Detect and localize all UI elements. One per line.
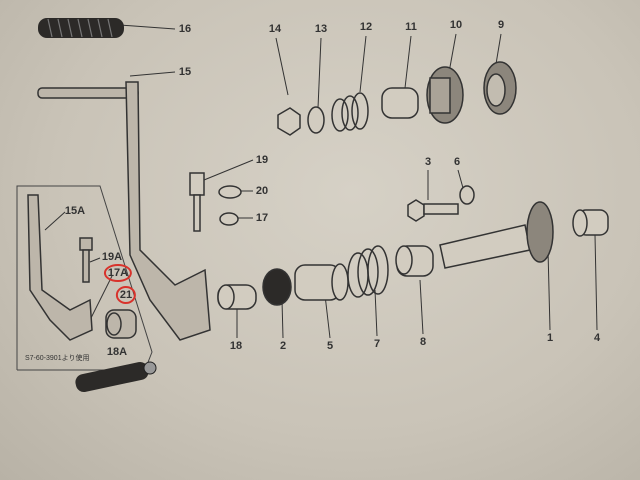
clamp-18A [105,309,137,339]
washer-17 [219,212,239,226]
label-2: 2 [279,340,287,352]
label-6: 6 [453,156,461,168]
kick-lever-15 [37,81,211,341]
label-12: 12 [359,21,373,33]
nut-6 [459,185,475,205]
label-9: 9 [497,19,505,31]
sleeve-8 [395,245,434,277]
label-17: 17 [255,212,269,224]
lever-15A [27,194,93,341]
collar-4 [572,209,609,237]
label-14: 14 [268,23,282,35]
label-8: 8 [419,336,427,348]
label-5: 5 [326,340,334,352]
label-15A: 15A [64,205,86,217]
clamp-18 [217,284,257,310]
label-3: 3 [424,156,432,168]
gear-10 [426,66,464,124]
bolt-3 [407,199,459,222]
label-19: 19 [255,154,269,166]
gear-9 [483,61,517,115]
spring-lower [75,361,157,393]
applicability-note: S7-60-3901より使用 [25,355,90,362]
bushing-11 [381,87,419,119]
label-11: 11 [405,21,417,33]
label-16: 16 [178,23,192,35]
label-21-highlighted: 21 [115,286,137,304]
label-19A: 19A [101,251,123,263]
spring-7 [347,245,389,298]
washer-13 [307,106,325,134]
label-10: 10 [449,19,463,31]
bolt-19 [189,172,205,232]
washer-20 [218,185,242,199]
label-4: 4 [593,332,601,344]
shaft-1 [439,201,554,269]
label-18: 18 [229,340,243,352]
label-20: 20 [255,185,269,197]
label-13: 13 [314,23,328,35]
label-15: 15 [178,66,192,78]
nut-14 [277,107,301,136]
label-7: 7 [373,338,381,350]
label-18A: 18A [106,346,128,358]
ring-2 [262,268,292,306]
label-17A-highlighted: 17A [103,264,133,282]
label-1: 1 [546,332,554,344]
bolt-19A [79,237,93,283]
sleeve-5 [294,263,349,301]
spring-16 [38,18,124,38]
spring-12 [331,92,369,132]
